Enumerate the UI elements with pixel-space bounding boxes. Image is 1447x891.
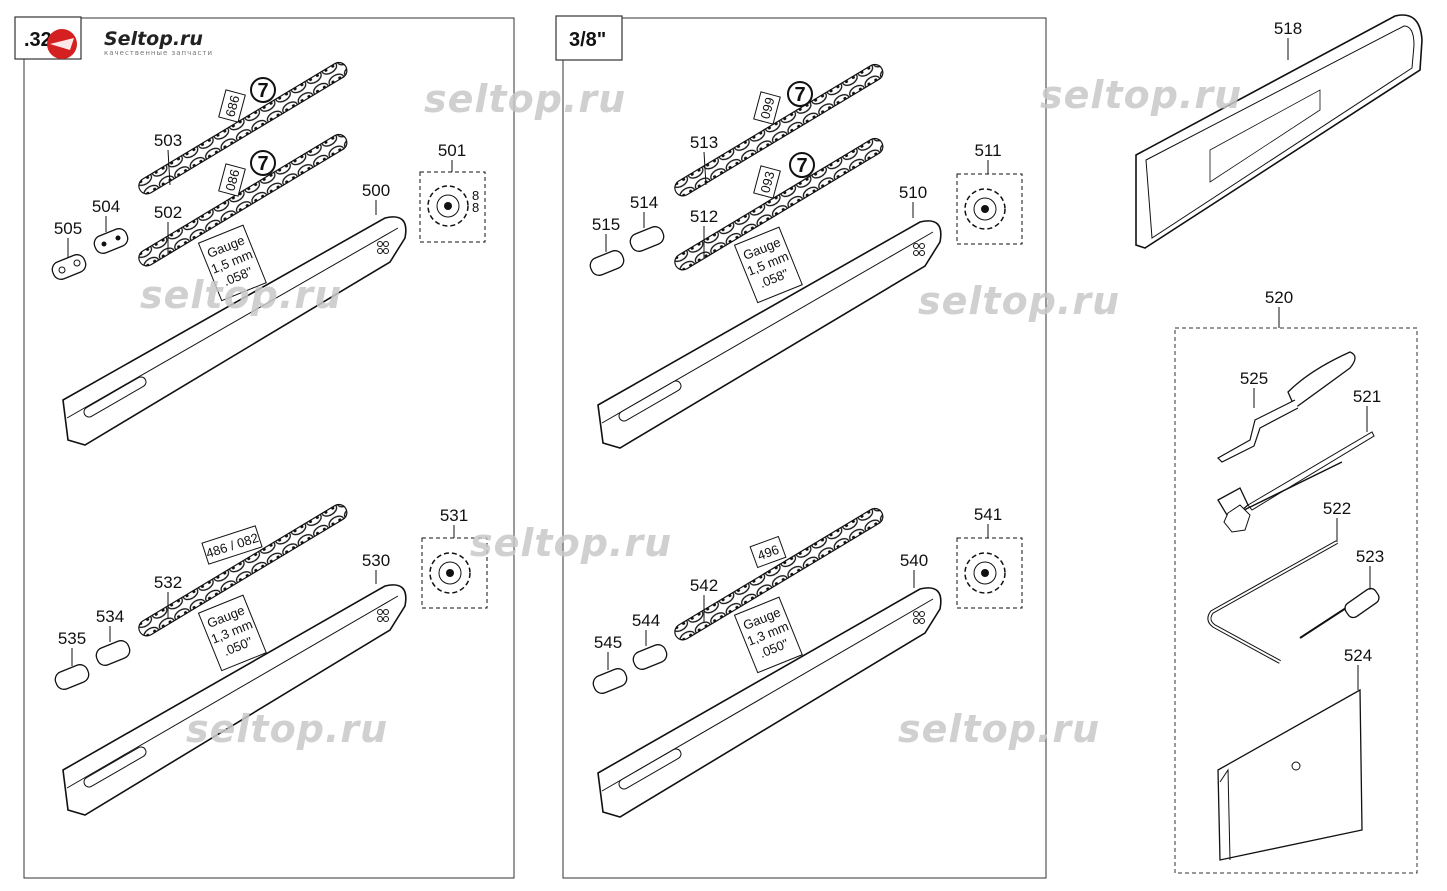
combination-wrench (1217, 461, 1343, 533)
svg-text:099: 099 (757, 96, 777, 121)
part-number-535: 535 (58, 629, 86, 648)
part-numbers: 503 502 504 505 500 501 532 534 535 530 … (54, 19, 1384, 665)
watermarks: seltop.ru seltop.ru seltop.ru seltop.ru … (140, 73, 1242, 751)
guide-bar-540 (597, 587, 942, 818)
part-number-523: 523 (1356, 547, 1384, 566)
part-number-503: 503 (154, 131, 182, 150)
screwdriver-525 (1217, 351, 1356, 463)
chain-link-504 (93, 228, 129, 254)
screwdriver-523 (1299, 587, 1380, 639)
part-number-520: 520 (1265, 288, 1293, 307)
bar-cover-518 (1135, 14, 1423, 249)
sprocket-541 (956, 537, 1023, 609)
hex-key-522 (1207, 540, 1338, 664)
file-521 (1247, 431, 1375, 511)
svg-text:686: 686 (222, 94, 242, 119)
part-number-544: 544 (632, 611, 660, 630)
svg-text:7: 7 (796, 155, 807, 177)
chain-code-686: 686 (218, 89, 246, 123)
chain-link-534 (95, 640, 131, 666)
chain-code-496: 496 (749, 535, 787, 569)
guide-bar-500 (62, 216, 407, 446)
middle-section-frame (562, 17, 1047, 879)
svg-text:086: 086 (222, 168, 242, 193)
logo-text: Seltop.ru (104, 28, 203, 50)
svg-text:496: 496 (755, 542, 781, 564)
chain-link-514 (629, 226, 665, 252)
part-number-514: 514 (630, 193, 658, 212)
part-number-525: 525 (1240, 369, 1268, 388)
svg-text:7: 7 (257, 153, 268, 175)
gauge-label: Gauge 1,3 mm .050" (733, 596, 803, 674)
chain-code-086: 086 (218, 163, 246, 197)
watermark: seltop.ru (898, 707, 1100, 751)
tool-kit-520-frame (1174, 327, 1418, 874)
svg-text:7: 7 (257, 80, 268, 102)
left-section-frame (23, 17, 515, 879)
sharpness-badge-icon: 7 (250, 77, 276, 103)
part-number-518: 518 (1274, 19, 1302, 38)
part-number-531: 531 (440, 506, 468, 525)
sprocket-511 (956, 173, 1023, 245)
part-number-512: 512 (690, 207, 718, 226)
part-number-505: 505 (54, 219, 82, 238)
chain-link-544 (632, 644, 668, 670)
part-number-541: 541 (974, 505, 1002, 524)
svg-text:8: 8 (472, 200, 479, 215)
watermark: seltop.ru (140, 273, 342, 317)
part-number-542: 542 (690, 576, 718, 595)
svg-text:7: 7 (794, 84, 805, 106)
watermark: seltop.ru (470, 521, 672, 565)
chain-link-545 (592, 668, 628, 694)
part-number-510: 510 (899, 183, 927, 202)
part-number-524: 524 (1344, 646, 1372, 665)
svg-text:093: 093 (757, 170, 777, 195)
middle-section-label: 3/8" (555, 15, 623, 61)
watermark: seltop.ru (186, 707, 388, 751)
chain-512 (674, 137, 884, 271)
part-number-511: 511 (974, 141, 1001, 160)
part-number-504: 504 (92, 197, 120, 216)
part-number-500: 500 (362, 181, 390, 200)
part-number-545: 545 (594, 633, 622, 652)
part-number-502: 502 (154, 203, 182, 222)
chain-542 (674, 507, 884, 641)
svg-text:8: 8 (472, 188, 479, 203)
watermark: seltop.ru (1040, 73, 1242, 117)
watermark: seltop.ru (424, 77, 626, 121)
sprocket-501: 88 (419, 171, 486, 243)
part-number-515: 515 (592, 215, 620, 234)
part-number-521: 521 (1353, 387, 1381, 406)
manual-524 (1217, 688, 1363, 861)
sharpness-badge-icon: 7 (250, 150, 276, 176)
chain-code-093: 093 (753, 165, 781, 199)
sharpness-badge-icon: 7 (787, 81, 813, 107)
chain-513 (674, 63, 884, 197)
seltop-logo: Seltop.ru качественные запчасти (47, 28, 213, 59)
part-number-522: 522 (1323, 499, 1351, 518)
chain-532 (138, 503, 348, 637)
sprocket-531 (421, 537, 488, 609)
chain-link-515 (589, 250, 625, 276)
chain-link-535 (54, 664, 90, 690)
leader-lines (67, 38, 1371, 690)
sharpness-badge-icon: 7 (789, 152, 815, 178)
guide-bar-510 (597, 220, 942, 449)
part-number-532: 532 (154, 573, 182, 592)
part-number-501: 501 (438, 141, 466, 160)
part-number-513: 513 (690, 133, 718, 152)
chain-link-505 (51, 254, 87, 280)
part-number-534: 534 (96, 607, 124, 626)
logo-tagline: качественные запчасти (104, 49, 213, 57)
middle-section-label-text: 3/8" (569, 29, 606, 51)
chain-code-099: 099 (753, 91, 781, 125)
watermark: seltop.ru (918, 279, 1120, 323)
part-number-540: 540 (900, 551, 928, 570)
gauge-label: Gauge 1,5 mm .058" (733, 226, 803, 304)
part-number-530: 530 (362, 551, 390, 570)
guide-bar-530 (62, 584, 407, 816)
